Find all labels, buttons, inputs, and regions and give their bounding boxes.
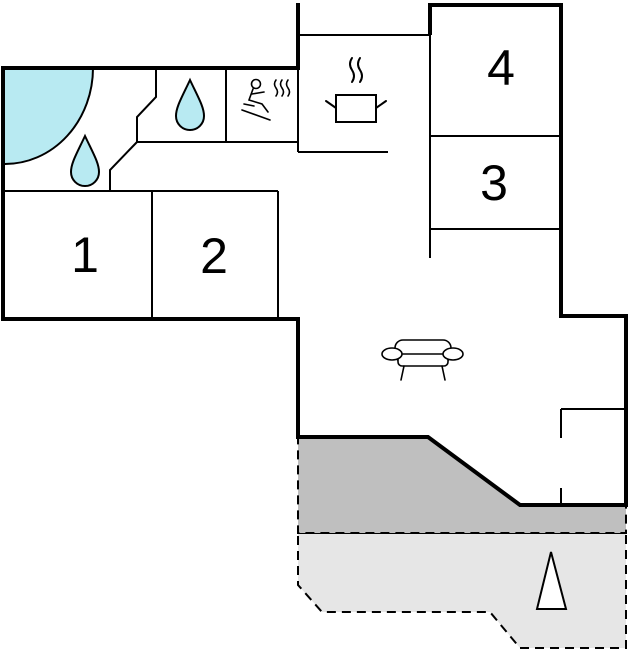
room-number-1: 1	[71, 227, 99, 283]
water-drop-icon	[69, 133, 101, 187]
interior-walls	[5, 34, 624, 503]
outer-walls	[1, 3, 628, 507]
water-drop-icon	[174, 77, 206, 131]
room-number-4: 4	[487, 40, 515, 96]
sofa-icon	[381, 339, 464, 381]
pool-icon	[5, 68, 93, 164]
sauna-icon	[241, 78, 291, 121]
cooking-pot-icon	[325, 57, 387, 123]
room-number-3: 3	[480, 155, 508, 211]
open-terrace	[297, 532, 627, 649]
room-number-2: 2	[200, 228, 228, 284]
covered-terrace	[297, 436, 627, 534]
north-arrow-icon	[535, 551, 568, 610]
